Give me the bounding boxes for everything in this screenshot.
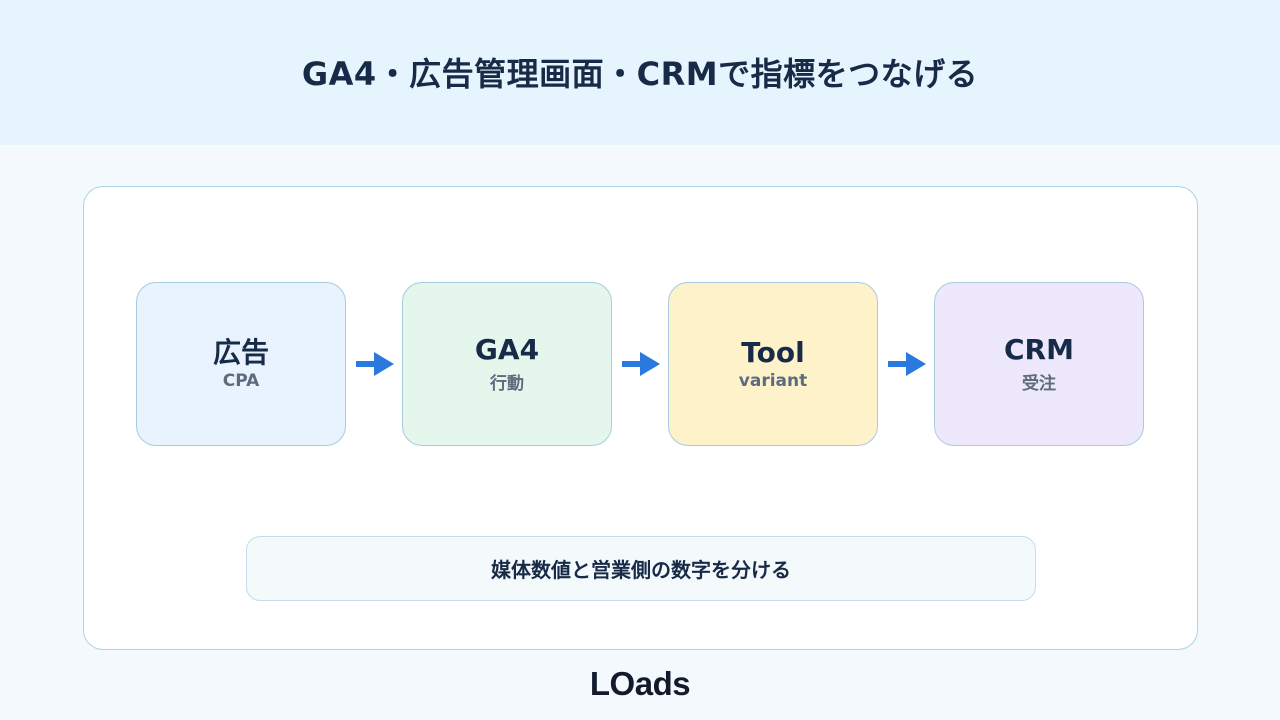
flow-step-ga4: GA4 行動: [402, 282, 612, 446]
flow-step-title: GA4: [474, 333, 540, 367]
flow-step-subtitle: CPA: [222, 371, 260, 392]
flow-step-title: CRM: [1004, 333, 1074, 367]
flow-step-title: Tool: [741, 335, 805, 369]
flow-step-subtitle: 受注: [1022, 373, 1056, 394]
header-banner: GA4・広告管理画面・CRMで指標をつなげる: [0, 0, 1280, 145]
note-box: 媒体数値と営業側の数字を分ける: [246, 536, 1036, 601]
arrow-right-icon: [888, 352, 926, 376]
note-text: 媒体数値と営業側の数字を分ける: [491, 558, 791, 582]
flow-step-ads: 広告 CPA: [136, 282, 346, 446]
flow-step-crm: CRM 受注: [934, 282, 1144, 446]
flow-step-tool: Tool variant: [668, 282, 878, 446]
arrow-right-icon: [356, 352, 394, 376]
flow-step-subtitle: 行動: [490, 373, 524, 394]
arrow-right-icon: [622, 352, 660, 376]
brand-logo: LOads: [0, 663, 1280, 705]
flow-step-title: 広告: [212, 335, 269, 369]
logo-text: LOads: [589, 665, 691, 702]
flow-step-subtitle: variant: [738, 371, 808, 392]
page-title: GA4・広告管理画面・CRMで指標をつなげる: [301, 54, 979, 93]
flow-panel: 広告 CPA GA4 行動 Tool variant CRM 受注 媒体数値と営…: [83, 186, 1198, 650]
